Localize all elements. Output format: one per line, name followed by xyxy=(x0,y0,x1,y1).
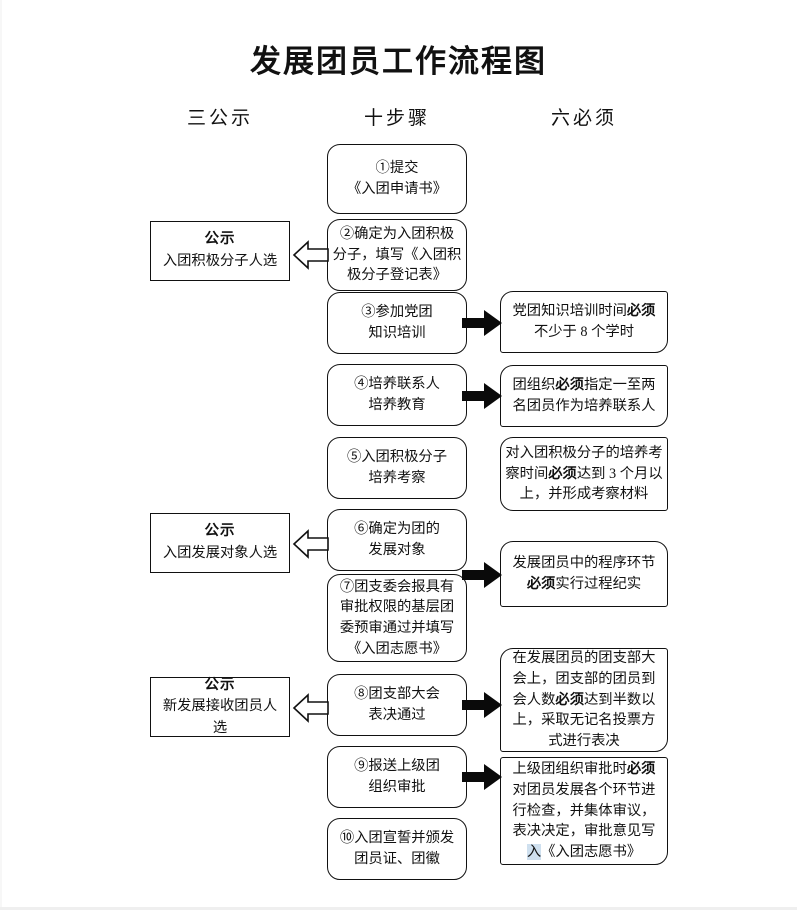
must-5-line-5: 式进行表决 xyxy=(548,733,620,750)
page-title: 发展团员工作流程图 xyxy=(250,44,547,79)
must-box-6[interactable]: 上级团组织审批时必须 对团员发展各个环节进 行检查，并集体审议， 表决决定，审批… xyxy=(500,757,668,865)
step-box-5[interactable]: ⑤入团积极分子 培养考察 xyxy=(327,437,467,499)
notice-2-title: 公示 xyxy=(204,523,236,540)
step-10-line-2: 团员证、团徽 xyxy=(354,851,440,867)
step-10-line-1: ⑩入团宣誓并颁发 xyxy=(339,830,455,847)
page-edge-left xyxy=(0,0,2,910)
step-box-3[interactable]: ③参加党团 知识培训 xyxy=(327,292,467,354)
step-4-line-1: ④培养联系人 xyxy=(354,376,440,393)
must-1-line-1: 党团知识培训时间必须 xyxy=(512,303,656,320)
solid-right-arrow-icon-2 xyxy=(462,381,502,411)
notice-1-title: 公示 xyxy=(204,231,236,248)
column-header-notice: 三公示 xyxy=(186,108,253,129)
step-2-line-1: ②确定为入团积极 xyxy=(339,225,455,242)
step-7-line-4: 《入团志愿书》 xyxy=(346,640,448,657)
must-box-3[interactable]: 对入团积极分子的培养考 察时间必须达到 3 个月以 上，并形成考察材料 xyxy=(500,437,668,511)
solid-right-arrow-icon-1 xyxy=(462,308,502,338)
step-box-1[interactable]: ①提交 《入团申请书》 xyxy=(327,144,467,214)
step-8-line-1: ⑧团支部大会 xyxy=(354,686,440,703)
notice-box-3[interactable]: 公示 新发展接收团员人选 xyxy=(150,677,290,737)
step-2-line-2: 分子，填写《入团积 xyxy=(332,246,462,263)
must-3-line-3: 上，并形成考察材料 xyxy=(519,486,649,503)
must-5-line-2: 会上，团支部的团员到 xyxy=(512,670,656,687)
must-box-1[interactable]: 党团知识培训时间必须 不少于 8 个学时 xyxy=(500,291,668,353)
notice-box-1[interactable]: 公示 入团积极分子人选 xyxy=(150,221,290,281)
step-6-line-2: 发展对象 xyxy=(368,542,426,558)
step-5-line-1: ⑤入团积极分子 xyxy=(346,449,448,466)
step-4-line-2: 培养教育 xyxy=(368,397,426,413)
notice-3-subtitle: 新发展接收团员人选 xyxy=(162,698,278,736)
page-edge-bottom xyxy=(0,907,797,910)
must-6-line-4: 表决决定，审批意见写 xyxy=(512,823,656,840)
column-header-steps: 十步骤 xyxy=(363,108,430,129)
must-2-line-2: 名团员作为培养联系人 xyxy=(512,398,656,414)
step-3-line-2: 知识培训 xyxy=(368,325,426,341)
must-6-line-2: 对团员发展各个环节进 xyxy=(512,781,656,798)
must-1-line-2: 不少于 8 个学时 xyxy=(533,324,635,340)
must-3-line-2: 察时间必须达到 3 个月以 xyxy=(505,465,663,482)
must-3-line-1: 对入团积极分子的培养考 xyxy=(505,444,663,461)
must-4-line-1: 发展团员中的程序环节 xyxy=(512,555,656,572)
step-7-line-2: 审批权限的基层团 xyxy=(339,599,455,616)
solid-right-arrow-icon-5 xyxy=(462,762,502,792)
hollow-left-arrow-icon-3 xyxy=(292,691,330,725)
step-6-line-1: ⑥确定为团的 xyxy=(354,521,440,538)
hollow-left-arrow-icon-2 xyxy=(292,527,330,561)
must-6-line-3: 行检查，并集体审议， xyxy=(512,802,656,819)
step-box-2[interactable]: ②确定为入团积极 分子，填写《入团积 极分子登记表》 xyxy=(327,219,467,291)
step-5-line-2: 培养考察 xyxy=(368,470,426,486)
step-9-line-2: 组织审批 xyxy=(368,779,426,795)
step-box-9[interactable]: ⑨报送上级团 组织审批 xyxy=(327,746,467,808)
notice-1-subtitle: 入团积极分子人选 xyxy=(162,253,278,270)
must-box-2[interactable]: 团组织必须指定一至两 名团员作为培养联系人 xyxy=(500,365,668,427)
step-7-line-3: 委预审通过并填写 xyxy=(339,620,455,636)
notice-box-2[interactable]: 公示 入团发展对象人选 xyxy=(150,513,290,573)
must-2-line-1: 团组织必须指定一至两 xyxy=(512,377,656,394)
notice-3-title: 公示 xyxy=(204,676,236,693)
must-box-5[interactable]: 在发展团员的团支部大 会上，团支部的团员到 会人数必须达到半数以 上，采取无记名… xyxy=(500,648,668,752)
step-box-8[interactable]: ⑧团支部大会 表决通过 xyxy=(327,674,467,736)
step-9-line-1: ⑨报送上级团 xyxy=(354,758,440,775)
step-3-line-1: ③参加党团 xyxy=(361,304,433,321)
hollow-left-arrow-icon-1 xyxy=(292,238,330,272)
step-8-line-2: 表决通过 xyxy=(368,707,426,723)
must-5-line-4: 上，采取无记名投票方 xyxy=(512,712,656,729)
step-1-line-2: 《入团申请书》 xyxy=(346,181,448,197)
step-7-line-1: ⑦团支委会报具有 xyxy=(339,578,455,595)
solid-right-arrow-icon-3 xyxy=(462,560,502,590)
must-5-line-1: 在发展团员的团支部大 xyxy=(512,650,656,667)
must-box-4[interactable]: 发展团员中的程序环节 必须实行过程纪实 xyxy=(500,541,668,607)
step-2-line-3: 极分子登记表》 xyxy=(346,267,448,284)
solid-right-arrow-icon-4 xyxy=(462,690,502,720)
must-6-line-1: 上级团组织审批时必须 xyxy=(512,761,656,778)
step-box-10[interactable]: ⑩入团宣誓并颁发 团员证、团徽 xyxy=(327,818,467,880)
step-box-7[interactable]: ⑦团支委会报具有 审批权限的基层团 委预审通过并填写 《入团志愿书》 xyxy=(327,574,467,662)
notice-2-subtitle: 入团发展对象人选 xyxy=(162,545,278,562)
must-4-line-2: 必须实行过程纪实 xyxy=(526,576,642,592)
must-6-line-5: 入《入团志愿书》 xyxy=(526,844,642,861)
step-1-line-1: ①提交 xyxy=(375,160,419,177)
must-5-line-3: 会人数必须达到半数以 xyxy=(512,691,656,708)
step-box-4[interactable]: ④培养联系人 培养教育 xyxy=(327,364,467,426)
column-header-must: 六必须 xyxy=(550,108,617,129)
step-box-6[interactable]: ⑥确定为团的 发展对象 xyxy=(327,509,467,571)
